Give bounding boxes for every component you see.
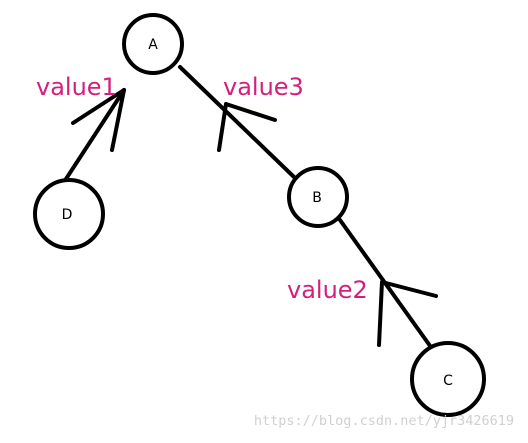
watermark: https://blog.csdn.net/yjr3426619 — [254, 413, 514, 429]
arrow-up-icon — [217, 102, 277, 152]
edge-label-value1: value1 — [36, 73, 117, 101]
node-c: C — [410, 341, 486, 417]
node-b: B — [287, 166, 349, 228]
edge-d-a — [62, 88, 126, 184]
node-c-label: C — [443, 373, 453, 389]
edge-label-value3: value3 — [223, 73, 304, 101]
node-b-label: B — [312, 190, 322, 206]
edge-b-c — [338, 218, 438, 352]
node-d-label: D — [62, 207, 73, 223]
node-a: A — [122, 13, 184, 75]
node-d: D — [33, 178, 105, 250]
edge-a-b — [178, 65, 296, 179]
edge-label-value2: value2 — [287, 276, 368, 304]
arrow-up-icon — [71, 88, 126, 152]
arrow-up-icon — [377, 280, 438, 347]
node-a-label: A — [148, 37, 158, 53]
